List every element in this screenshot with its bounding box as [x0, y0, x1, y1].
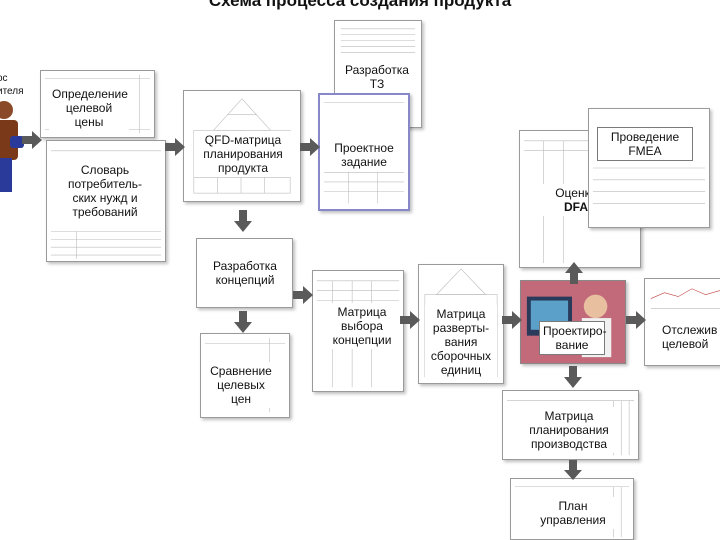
page-title: Схема процесса создания продукта — [208, 0, 512, 10]
concepts-label: Разработка концепций — [201, 257, 289, 289]
arrow-down-icon — [234, 311, 252, 333]
deploy-matrix-card: Матрица разверты-вания сборочных единиц — [418, 264, 504, 384]
concepts-card: Разработка концепций — [196, 238, 293, 308]
production-matrix-label: Матрица планирования производства — [523, 407, 615, 453]
side-text-line-1: ос — [0, 73, 8, 84]
design-label: Проектиро-вание — [539, 321, 607, 355]
arrow-right-icon — [400, 311, 420, 329]
qfd-matrix-card: QFD-матрица планирования продукта — [183, 90, 301, 202]
arrow-right-icon — [293, 286, 313, 304]
arrow-right-icon — [626, 311, 646, 329]
project-task-label: Проектное задание — [328, 139, 400, 171]
arrow-right-icon — [165, 138, 185, 156]
dfa-label-bold: DFA — [564, 200, 588, 214]
customer-person-icon — [0, 101, 24, 192]
fmea-label: Проведение FMEA — [597, 127, 693, 161]
fmea-table-icon — [592, 167, 706, 204]
grid-sketch-icon — [323, 102, 405, 204]
concept-matrix-card: Матрица выбора концепции — [312, 270, 404, 392]
project-task-card: Проектное задание — [318, 93, 410, 211]
tz-development-label: Разработка ТЗ — [341, 61, 413, 93]
document-sketch-icon — [340, 28, 416, 53]
qfd-matrix-label: QFD-матрица планирования продукта — [194, 131, 292, 177]
dictionary-label: Словарь потребитель-ских нужд и требован… — [59, 161, 151, 221]
dfa-label-text: Оценка — [555, 186, 597, 200]
compare-label: Сравнение целевых цен — [207, 362, 275, 408]
arrow-up-icon — [565, 262, 583, 284]
target-price-card: Определение целевой цены — [40, 70, 155, 138]
control-plan-card: План управления — [510, 478, 634, 540]
arrow-right-icon — [22, 131, 42, 149]
arrow-down-icon — [234, 210, 252, 232]
table-sketch-icon — [50, 150, 162, 260]
deploy-matrix-label: Матрица разверты-вания сборочных единиц — [425, 305, 497, 379]
arrow-down-icon — [564, 366, 582, 388]
target-price-label: Определение целевой цены — [49, 85, 129, 131]
trend-chart-icon — [650, 288, 720, 309]
tracking-label: Отслежив целевой — [659, 321, 720, 353]
design-photo: Проектиро-вание — [520, 280, 626, 364]
dictionary-card: Словарь потребитель-ских нужд и требован… — [46, 140, 166, 262]
tracking-card: Отслежив целевой — [644, 278, 720, 366]
compare-card: Сравнение целевых цен — [200, 333, 290, 418]
fmea-card: Проведение FMEA — [588, 108, 710, 228]
arrow-right-icon — [502, 311, 522, 329]
concept-matrix-label: Матрица выбора концепции — [329, 303, 395, 349]
side-text-line-2: ителя — [0, 86, 24, 97]
control-plan-label: План управления — [531, 497, 615, 529]
arrow-right-icon — [300, 138, 320, 156]
arrow-down-icon — [564, 460, 582, 480]
production-matrix-card: Матрица планирования производства — [502, 390, 639, 460]
